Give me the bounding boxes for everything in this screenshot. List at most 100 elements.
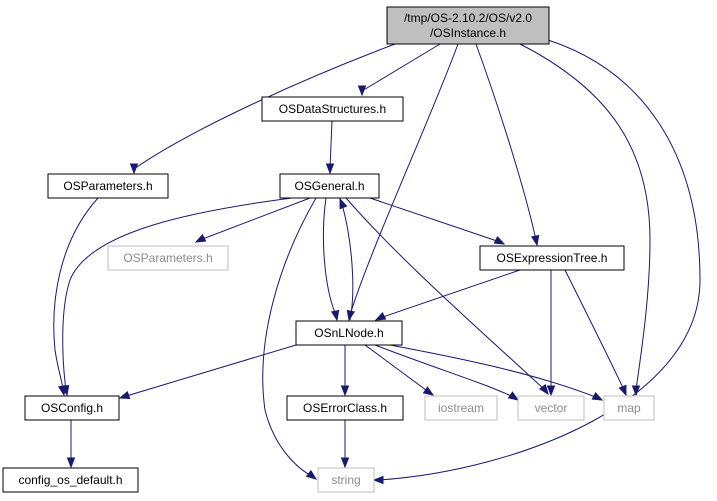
node-osparameters-left[interactable]: OSParameters.h bbox=[47, 173, 169, 199]
edge-osexpressiontree-osnlnode bbox=[374, 269, 521, 321]
arrowhead bbox=[374, 311, 387, 321]
edge-osnlnode-vector bbox=[374, 344, 520, 401]
node-osgeneral[interactable]: OSGeneral.h bbox=[279, 173, 380, 199]
edge-osinstance-osdatastructures bbox=[357, 43, 441, 97]
edge-osgeneral-osparameters-gray bbox=[194, 197, 311, 243]
node-box bbox=[603, 395, 655, 421]
node-box bbox=[24, 395, 120, 421]
edge-line bbox=[133, 43, 396, 170]
node-label: OSParameters.h bbox=[123, 251, 212, 265]
edge-line bbox=[379, 39, 701, 481]
arrowhead bbox=[618, 384, 627, 397]
edge-line bbox=[374, 344, 516, 399]
node-label: OSExpressionTree.h bbox=[497, 251, 608, 265]
node-box bbox=[317, 467, 375, 493]
node-box bbox=[107, 245, 229, 271]
arrowhead bbox=[507, 391, 520, 401]
arrowhead bbox=[194, 233, 207, 243]
edge-line bbox=[364, 344, 431, 394]
arrowhead bbox=[339, 197, 348, 210]
arrowhead bbox=[422, 386, 435, 396]
edge-osexpressiontree-vector bbox=[546, 270, 556, 397]
edge-line bbox=[329, 120, 333, 169]
node-label: iostream bbox=[438, 401, 484, 415]
node-osdatastructures[interactable]: OSDataStructures.h bbox=[261, 96, 404, 122]
edge-line bbox=[62, 197, 293, 391]
node-osexpressiontree[interactable]: OSExpressionTree.h bbox=[479, 245, 625, 271]
node-map[interactable]: map bbox=[603, 395, 655, 421]
edge-line bbox=[341, 203, 354, 321]
edge-line bbox=[361, 43, 441, 92]
arrowhead bbox=[305, 469, 318, 480]
node-iostream[interactable]: iostream bbox=[424, 395, 498, 421]
arrowhead bbox=[591, 391, 604, 401]
edge-osgeneral-osconfig bbox=[60, 197, 293, 397]
node-label: config_os_default.h bbox=[18, 473, 122, 487]
edge-osgeneral-string bbox=[262, 197, 318, 480]
edge-line bbox=[262, 197, 317, 477]
edge-line bbox=[564, 269, 625, 391]
arrowhead bbox=[60, 384, 70, 397]
edge-osparameters-osconfig bbox=[53, 197, 99, 397]
node-box bbox=[47, 173, 169, 199]
edge-line bbox=[345, 197, 546, 391]
edge-osdatastructures-osgeneral bbox=[325, 120, 335, 175]
edge-osconfig-config bbox=[66, 420, 76, 469]
edge-osgeneral-vector bbox=[345, 197, 549, 396]
node-box bbox=[261, 96, 404, 122]
arrowhead bbox=[530, 234, 540, 247]
arrowhead bbox=[340, 385, 350, 397]
arrowhead bbox=[631, 385, 641, 397]
edge-line bbox=[349, 43, 459, 316]
edge-osinstance-osparameters bbox=[129, 43, 396, 175]
edge-line bbox=[199, 197, 311, 241]
edge-osinstance-osexpressiontree bbox=[475, 43, 540, 247]
node-label: map bbox=[617, 401, 641, 415]
arrowhead bbox=[129, 163, 139, 175]
arrowhead bbox=[538, 383, 549, 396]
arrowhead bbox=[546, 385, 556, 397]
node-osnlnode[interactable]: OSnLNode.h bbox=[295, 320, 403, 346]
arrowhead bbox=[66, 457, 76, 469]
node-osparameters-gray[interactable]: OSParameters.h bbox=[107, 245, 229, 271]
edge-osexpressiontree-map bbox=[564, 269, 627, 397]
file-nodes: /tmp/OS-2.10.2/OS/v2.0/OSInstance.hOSDat… bbox=[2, 6, 655, 493]
node-box bbox=[279, 173, 380, 199]
edge-line bbox=[519, 43, 651, 391]
arrowhead bbox=[357, 85, 367, 97]
edge-osnlnode-iostream bbox=[364, 344, 435, 396]
edge-line bbox=[122, 344, 297, 398]
arrowhead bbox=[330, 309, 340, 322]
edge-line bbox=[379, 269, 521, 319]
node-box bbox=[517, 395, 585, 421]
edge-osnlnode-map bbox=[389, 344, 604, 401]
node-label: OSGeneral.h bbox=[294, 179, 364, 193]
arrowhead bbox=[493, 235, 506, 245]
edge-osgeneral-osnlnode-a bbox=[322, 197, 340, 322]
node-osconfig[interactable]: OSConfig.h bbox=[24, 395, 120, 421]
edge-line bbox=[389, 344, 599, 399]
node-label: vector bbox=[535, 401, 568, 415]
node-vector[interactable]: vector bbox=[517, 395, 585, 421]
node-string[interactable]: string bbox=[317, 467, 375, 493]
edge-osinstance-map bbox=[519, 43, 651, 397]
node-label: OSErrorClass.h bbox=[303, 401, 387, 415]
node-oserrorclass[interactable]: OSErrorClass.h bbox=[286, 395, 404, 421]
edge-line bbox=[369, 197, 501, 243]
node-box bbox=[2, 467, 139, 493]
node-box bbox=[386, 6, 550, 45]
node-osinstance[interactable]: /tmp/OS-2.10.2/OS/v2.0/OSInstance.h bbox=[386, 6, 550, 45]
node-config-os-default[interactable]: config_os_default.h bbox=[2, 467, 139, 493]
arrowhead bbox=[325, 163, 335, 175]
edge-line bbox=[53, 197, 99, 391]
node-box bbox=[424, 395, 498, 421]
edge-osnlnode-osgeneral bbox=[339, 197, 354, 321]
node-box bbox=[286, 395, 404, 421]
node-label: /tmp/OS-2.10.2/OS/v2.0 bbox=[404, 11, 532, 25]
arrowhead bbox=[118, 390, 131, 400]
node-label: OSParameters.h bbox=[63, 179, 152, 193]
edge-osgeneral-osexpressiontree bbox=[369, 197, 506, 245]
node-label: OSnLNode.h bbox=[314, 326, 383, 340]
dependency-edges bbox=[53, 39, 701, 485]
